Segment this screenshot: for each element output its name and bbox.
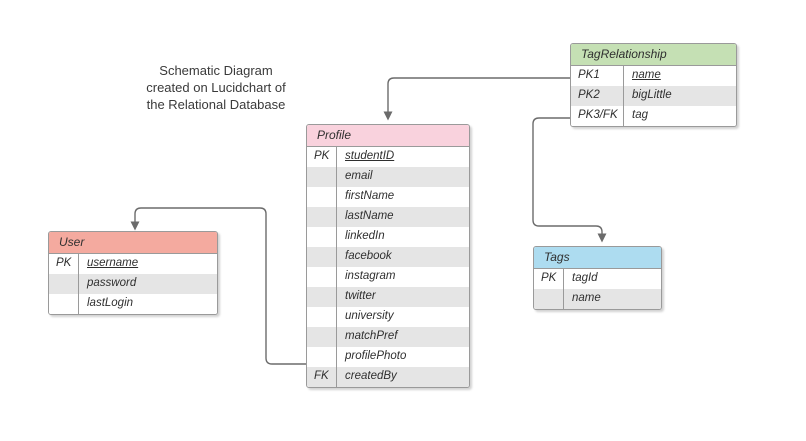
table-row[interactable]: profilePhoto [307,347,469,367]
row-name: username [87,257,139,269]
row-key [307,327,337,347]
row-name: profilePhoto [345,350,407,362]
row-key [307,267,337,287]
table-row[interactable]: FK createdBy [307,367,469,387]
table-row[interactable]: facebook [307,247,469,267]
row-name: studentID [345,150,395,162]
row-name: password [87,277,137,289]
row-name: facebook [345,250,392,262]
table-row[interactable]: PK username [49,254,217,274]
table-row[interactable]: matchPref [307,327,469,347]
row-key [307,247,337,267]
row-key [307,227,337,247]
entity-tagrelationship-title: TagRelationship [571,44,736,66]
table-row[interactable]: PK2 bigLittle [571,86,736,106]
row-key [534,289,564,309]
row-name: instagram [345,270,396,282]
table-row[interactable]: PK studentID [307,147,469,167]
table-row[interactable]: lastLogin [49,294,217,314]
table-row[interactable]: instagram [307,267,469,287]
table-row[interactable]: PK tagId [534,269,661,289]
entity-tags-title: Tags [534,247,661,269]
row-name: bigLittle [632,89,672,101]
row-name: lastLogin [87,297,134,309]
row-key: PK1 [571,66,624,86]
row-name: twitter [345,290,376,302]
row-name: createdBy [345,370,397,382]
row-name: firstName [345,190,395,202]
row-name: name [632,69,661,81]
entity-profile-title: Profile [307,125,469,147]
row-key: PK [49,254,79,274]
row-key [49,274,79,294]
table-row[interactable]: linkedIn [307,227,469,247]
row-key: FK [307,367,337,387]
row-key: PK2 [571,86,624,106]
connector-tagrelationship-to-tags [532,117,607,243]
row-key: PK3/FK [571,106,624,126]
entity-profile[interactable]: Profile PK studentID email firstName las… [306,124,470,388]
table-row[interactable]: email [307,167,469,187]
table-row[interactable]: twitter [307,287,469,307]
row-key [307,187,337,207]
row-name: matchPref [345,330,398,342]
row-name: name [572,292,601,304]
row-key [49,294,79,314]
row-key: PK [534,269,564,289]
row-key [307,347,337,367]
entity-user-title: User [49,232,217,254]
table-row[interactable]: PK1 name [571,66,736,86]
row-name: email [345,170,373,182]
row-key [307,167,337,187]
table-row[interactable]: password [49,274,217,294]
table-row[interactable]: firstName [307,187,469,207]
row-key [307,307,337,327]
connector-tagrelationship-to-profile [383,77,570,121]
table-row[interactable]: university [307,307,469,327]
row-key [307,287,337,307]
table-row[interactable]: name [534,289,661,309]
table-row[interactable]: PK3/FK tag [571,106,736,126]
entity-user[interactable]: User PK username password lastLogin [48,231,218,315]
diagram-caption: Schematic Diagram created on Lucidchart … [146,63,286,112]
entity-tagrelationship[interactable]: TagRelationship PK1 name PK2 bigLittle P… [570,43,737,127]
entity-tags[interactable]: Tags PK tagId name [533,246,662,310]
row-name: tag [632,109,648,121]
row-key [307,207,337,227]
table-row[interactable]: lastName [307,207,469,227]
row-name: tagId [572,272,598,284]
row-name: linkedIn [345,230,385,242]
row-key: PK [307,147,337,167]
row-name: lastName [345,210,394,222]
row-name: university [345,310,394,322]
